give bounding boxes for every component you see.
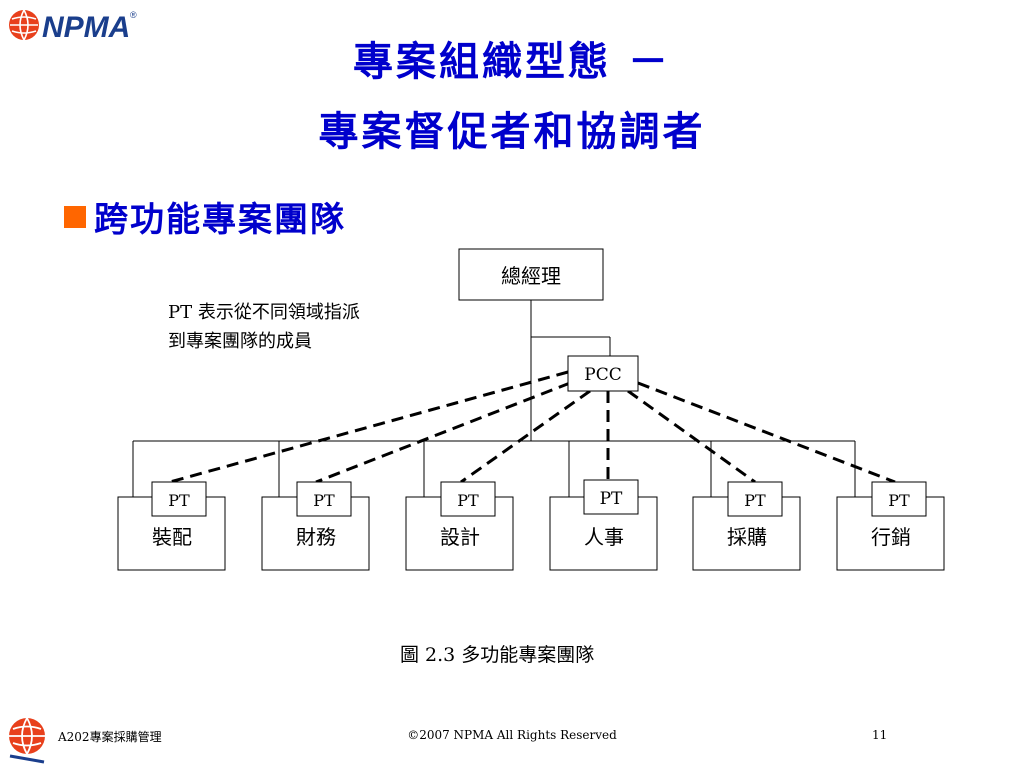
- department-label: 採購: [727, 525, 767, 549]
- footer-course: A202專案採購管理: [58, 730, 162, 744]
- logo-text: NPMA: [42, 11, 130, 44]
- pt-label: PT: [457, 491, 479, 510]
- department-label: 人事: [584, 525, 624, 549]
- footer-copyright: ©2007 NPMA All Rights Reserved: [407, 728, 617, 742]
- department-label: 設計: [440, 525, 480, 549]
- figure-caption: 圖 2.3 多功能專案團隊: [400, 644, 595, 666]
- bullet-text: 跨功能專案團隊: [94, 200, 346, 240]
- pcc-box: [567, 355, 639, 392]
- pt-label: PT: [600, 489, 623, 509]
- pt-label: PT: [313, 491, 335, 510]
- department-assembly: 裝配 PT: [117, 481, 226, 571]
- department-personnel: 人事 PT: [549, 479, 658, 571]
- title-line-2: 專案督促者和協調者: [318, 108, 706, 155]
- dashed-lines: [169, 370, 896, 484]
- hierarchy-lines: [132, 300, 856, 497]
- footer-globe-icon: [9, 717, 45, 764]
- department-design: 設計 PT: [405, 481, 514, 571]
- department-label: 行銷: [871, 525, 911, 549]
- npma-logo: NPMA ®: [9, 9, 137, 44]
- general-manager-label: 總經理: [501, 264, 561, 288]
- department-marketing: 行銷 PT: [836, 481, 945, 571]
- department-purchasing: 採購 PT: [692, 481, 801, 571]
- pt-label: PT: [168, 491, 190, 510]
- department-label: 財務: [296, 525, 336, 549]
- pt-label: PT: [744, 491, 766, 510]
- logo-registered: ®: [130, 10, 137, 20]
- bullet-item: 跨功能專案團隊: [64, 192, 346, 241]
- pcc-label: PCC: [584, 365, 621, 385]
- general-manager-box: [458, 248, 604, 301]
- square-bullet-icon: [64, 205, 86, 228]
- title-line-1: 專案組織型態 －: [353, 38, 671, 85]
- pt-label: PT: [888, 491, 910, 510]
- page-number: 11: [872, 728, 888, 742]
- department-label: 裝配: [152, 525, 192, 549]
- pt-note: PT 表示從不同領域指派到專案團隊的成員: [168, 302, 360, 352]
- department-finance: 財務 PT: [261, 481, 370, 571]
